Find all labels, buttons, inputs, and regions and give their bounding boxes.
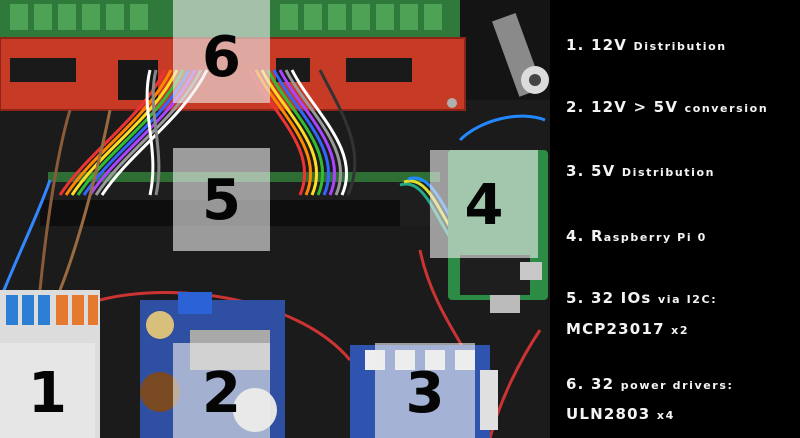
photo-label-6: 6: [202, 25, 241, 90]
legend-tail: aspberry Pi 0: [603, 231, 707, 244]
legend-item-3: 3. 5V Distribution: [566, 162, 715, 180]
legend-num: 1.: [566, 36, 585, 54]
photo-label-5: 5: [202, 168, 241, 233]
photo-label-1: 1: [28, 361, 67, 426]
legend-num: 5.: [566, 289, 585, 307]
label-box-2: [173, 343, 270, 438]
legend-lead: R: [590, 227, 604, 245]
legend-item-1: 1. 12V Distribution: [566, 36, 727, 54]
legend-item-2: 2. 12V > 5V conversion: [566, 98, 768, 116]
legend-lead: MCP23017: [566, 320, 665, 338]
legend-num: 3.: [566, 162, 585, 180]
legend-item-4: 4. Raspberry Pi 0: [566, 227, 707, 245]
label-box-5: [173, 148, 270, 251]
legend-lead: 12V: [590, 36, 628, 54]
legend-item-6: 6. 32 power drivers:: [566, 375, 733, 393]
label-box-4: [430, 150, 538, 258]
legend-lead: 5V: [590, 162, 616, 180]
legend-tail: Distribution: [621, 166, 716, 179]
label-box-3: [375, 343, 475, 438]
legend-tail: power drivers:: [620, 379, 734, 392]
legend-item-6-line2: ULN2803 x4: [566, 405, 675, 423]
legend-item-5: 5. 32 IOs via I2C:: [566, 289, 717, 307]
legend-lead: 12V > 5V: [590, 98, 679, 116]
legend-lead: 32: [590, 375, 615, 393]
legend-panel: 1. 12V Distribution 2. 12V > 5V conversi…: [550, 0, 800, 438]
photo-label-4: 4: [464, 173, 504, 238]
legend-tail: x4: [656, 409, 675, 422]
legend-num: 6.: [566, 375, 585, 393]
photo-label-2: 2: [202, 361, 241, 426]
legend-lead: ULN2803: [566, 405, 651, 423]
legend-tail: via I2C:: [657, 293, 718, 306]
legend-item-5-line2: MCP23017 x2: [566, 320, 689, 338]
legend-num: 2.: [566, 98, 585, 116]
legend-tail: Distribution: [633, 40, 727, 53]
photo-label-3: 3: [405, 361, 445, 426]
legend-lead: 32 IOs: [590, 289, 652, 307]
label-box-6: [173, 0, 270, 103]
legend-num: 4.: [566, 227, 585, 245]
label-box-1: [0, 343, 95, 438]
legend-tail: x2: [671, 324, 690, 337]
legend-tail: conversion: [684, 102, 769, 115]
